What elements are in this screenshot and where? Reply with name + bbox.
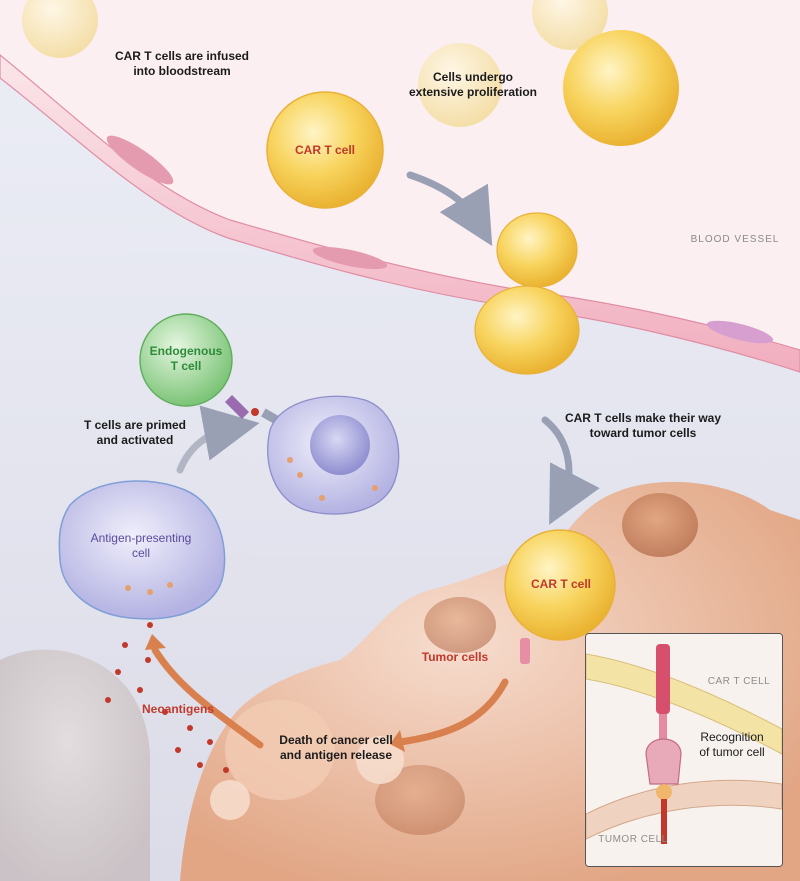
label-death: Death of cancer cell and antigen release <box>279 733 393 762</box>
label-apc: Antigen-presenting cell <box>90 531 192 560</box>
vessel-wall <box>0 54 800 373</box>
label-car-t-bottom: CAR T cell <box>530 577 591 591</box>
label-primed: T cells are primed and activated <box>83 418 187 447</box>
antigen-presenting-cell <box>58 480 226 620</box>
label-proliferation: Cells undergo extensive proliferation <box>408 70 538 99</box>
inset-label-car-t-cell: CAR T CELL <box>707 676 771 687</box>
label-tumor-cells: Tumor cells <box>421 650 489 664</box>
car-t-cell-top <box>266 91 384 209</box>
label-blood-vessel: BLOOD VESSEL <box>690 234 780 245</box>
arrow-toward-tumor <box>541 416 600 525</box>
arrow-death <box>396 678 509 746</box>
arrow-proliferation <box>406 171 493 247</box>
car-t-cell-bottom <box>504 529 616 641</box>
inset-label-tumor-cell: TUMOR CELL <box>598 834 668 845</box>
label-endogenous-t-cell: Endogenous T cell <box>149 344 223 373</box>
label-car-t-top: CAR T cell <box>294 143 355 157</box>
recognition-inset: CAR T CELL Recognition of tumor cell TUM… <box>585 633 783 867</box>
endogenous-t-cell <box>139 313 233 407</box>
inset-illustration <box>586 634 782 866</box>
label-neoantigens: Neoantigens <box>141 702 214 716</box>
arrow-primed <box>176 405 260 474</box>
inset-label-recognition: Recognition of tumor cell <box>699 730 765 759</box>
arrow-neoantigens <box>151 646 264 749</box>
label-infused: CAR T cells are infused into bloodstream <box>114 49 250 78</box>
label-way-toward: CAR T cells make their way toward tumor … <box>564 411 722 440</box>
